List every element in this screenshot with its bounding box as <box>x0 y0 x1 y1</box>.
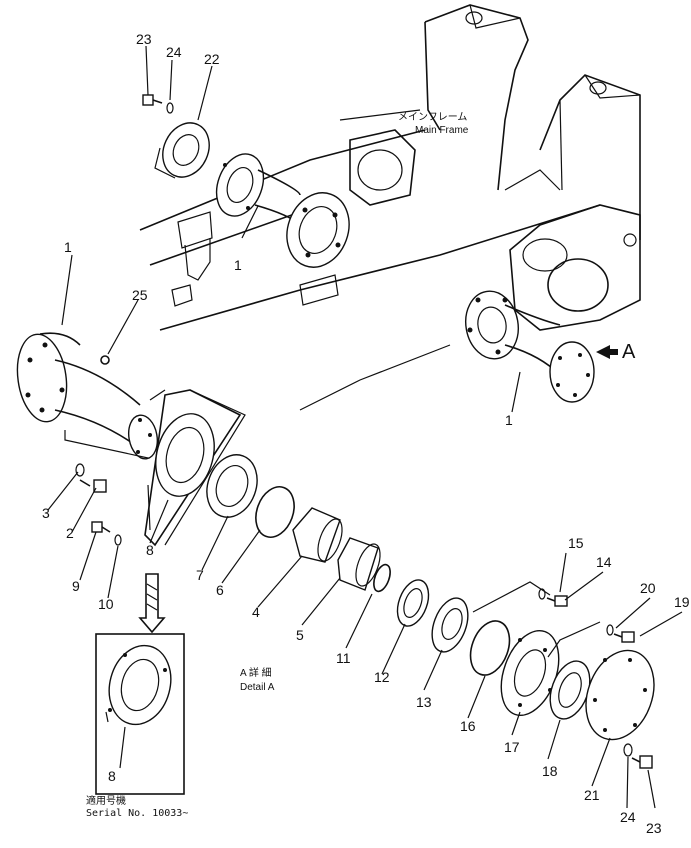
washer-15 <box>538 588 546 600</box>
main-frame <box>139 4 641 411</box>
part-22-cap <box>154 122 210 179</box>
part-5-bushing <box>337 537 381 591</box>
callout-1: 1 <box>64 239 72 255</box>
part-4-bushing <box>292 507 343 563</box>
bolt-2 <box>79 479 107 493</box>
washer-10 <box>114 534 122 546</box>
callout-11: 11 <box>336 650 351 666</box>
detail-label-en: Detail A <box>240 682 275 693</box>
callout-25: 25 <box>132 287 148 303</box>
callouts: 1 1 1 2 3 4 5 6 7 8 8 9 10 11 12 13 14 1… <box>42 31 690 836</box>
callout-15: 15 <box>568 535 584 551</box>
bolt-23-top <box>142 94 163 106</box>
callout-1: 1 <box>505 412 513 428</box>
detail-label-jp: A 詳 細 <box>240 666 272 679</box>
part-21-cover <box>585 649 655 741</box>
pin-1-exploded <box>16 332 159 460</box>
callout-1: 1 <box>234 257 242 273</box>
detail-inset-box <box>95 633 185 795</box>
callout-8: 8 <box>108 768 116 784</box>
pin-1-installed-top <box>215 153 350 268</box>
callout-19: 19 <box>674 594 690 610</box>
callout-24: 24 <box>620 809 636 825</box>
part-8-cover <box>144 389 242 547</box>
main-frame-label-en: Main Frame <box>415 125 469 136</box>
callout-23: 23 <box>646 820 662 836</box>
callout-7: 7 <box>196 567 204 583</box>
view-marker-a: A <box>622 341 636 363</box>
washer-24-bottom <box>623 743 633 757</box>
callout-10: 10 <box>98 596 114 612</box>
callout-22: 22 <box>204 51 220 67</box>
callout-16: 16 <box>460 718 476 734</box>
callout-23: 23 <box>136 31 152 47</box>
bolt-14 <box>546 595 568 607</box>
callout-5: 5 <box>296 627 304 643</box>
part-11-ring <box>373 563 391 593</box>
callout-14: 14 <box>596 554 612 570</box>
washer-3 <box>75 463 85 477</box>
washer-24-top <box>166 102 174 114</box>
part-6-o-ring <box>255 486 295 538</box>
callout-2: 2 <box>66 525 74 541</box>
bolt-19 <box>613 631 635 643</box>
part-12-ring <box>396 579 430 627</box>
part-7-seal <box>206 454 258 518</box>
callout-17: 17 <box>504 739 520 755</box>
detail-frame-lines <box>149 389 246 546</box>
bolt-9 <box>91 521 111 533</box>
callout-21: 21 <box>584 787 600 803</box>
main-frame-label-jp: メインフレーム <box>398 111 467 123</box>
callout-3: 3 <box>42 505 50 521</box>
callout-8: 8 <box>146 542 154 558</box>
serial-label-jp: 適用号機 <box>86 794 126 807</box>
callout-20: 20 <box>640 580 656 596</box>
callout-12: 12 <box>374 669 390 685</box>
washer-20 <box>606 624 614 636</box>
part-13-bearing <box>431 597 469 653</box>
callout-18: 18 <box>542 763 558 779</box>
serial-label-en: Serial No. 10033~ <box>86 808 188 819</box>
bolt-23-bottom <box>631 755 653 769</box>
callout-13: 13 <box>416 694 432 710</box>
callout-6: 6 <box>216 582 224 598</box>
down-arrow-icon <box>138 573 166 634</box>
pin-1-installed-right <box>465 290 618 403</box>
part-16-o-ring <box>469 620 511 676</box>
washer-25 <box>100 355 110 365</box>
callout-4: 4 <box>252 604 260 620</box>
callout-9: 9 <box>72 578 80 594</box>
leader-lines <box>47 45 683 809</box>
callout-24: 24 <box>166 44 182 60</box>
